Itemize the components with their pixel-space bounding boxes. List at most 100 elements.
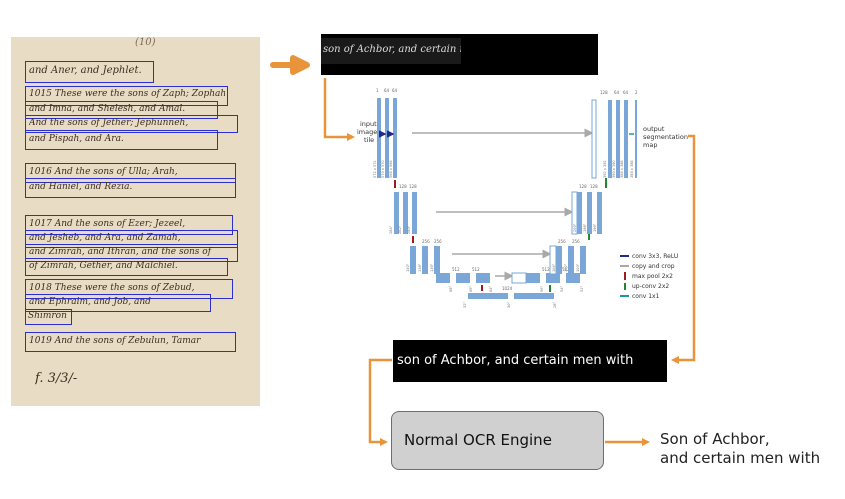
manuscript-line-7: and Haniel, and Rezia.	[29, 182, 133, 192]
unet-input-label-2: image	[357, 128, 377, 136]
svg-text:256: 256	[558, 239, 566, 244]
svg-text:66²: 66²	[469, 286, 473, 292]
line-box-4	[25, 115, 238, 133]
manuscript-footer-mark: f. 3/3/-	[35, 371, 78, 386]
svg-text:570 x 570: 570 x 570	[381, 160, 385, 178]
unet-enc-level-1: input image tile 1 64 64 572 x 572 570 x…	[357, 88, 398, 178]
legend-conv1x1: conv 1x1	[632, 293, 660, 300]
svg-text:280²: 280²	[407, 225, 411, 234]
unet-enc-level-3: 256 256 140² 138² 136²	[406, 239, 442, 274]
svg-text:100²: 100²	[576, 263, 580, 272]
svg-text:1: 1	[376, 88, 379, 93]
manuscript-line-1: and Aner, and Jephlet.	[29, 65, 142, 76]
svg-text:136²: 136²	[430, 263, 434, 272]
svg-text:284²: 284²	[389, 225, 393, 234]
line-box-11	[25, 258, 228, 276]
unet-dec-level-1: 128 64 64 2 392 x 392 390 x 390 388 x 38…	[591, 90, 688, 179]
manuscript-line-2: 1015 These were the sons of Zaph; Zophah…	[29, 89, 225, 99]
svg-text:32²: 32²	[463, 302, 467, 308]
manuscript-line-12: 1018 These were the sons of Zebud,	[29, 283, 195, 293]
manuscript-line-11: of Zimrah, Gether, and Malchiel.	[29, 261, 178, 271]
svg-text:388 x 388: 388 x 388	[630, 160, 634, 178]
svg-text:54²: 54²	[560, 286, 564, 292]
svg-text:128: 128	[409, 184, 417, 189]
line-box-5	[25, 130, 218, 150]
ocr-engine-box: Normal OCR Engine	[391, 411, 604, 470]
line-box-10	[25, 244, 238, 262]
cropped-line-image: son of Achbor, and certain men with	[321, 34, 598, 75]
manuscript-line-9: and Jesheb, and Ara, and Zamah,	[29, 233, 181, 243]
unet-enc-level-4: 512 512 68² 66² 64²	[436, 267, 493, 292]
ocr-result: Son of Achbor, and certain men with	[660, 430, 820, 468]
svg-text:128: 128	[600, 90, 608, 95]
line-box-15	[25, 332, 236, 352]
manuscript-line-4: And the sons of Jether; Jephunneh,	[29, 118, 189, 128]
svg-text:56²: 56²	[540, 286, 544, 292]
line-box-14	[25, 309, 72, 325]
svg-text:2: 2	[635, 90, 638, 95]
svg-text:388 x 388: 388 x 388	[620, 160, 624, 178]
line-box-3	[25, 101, 218, 119]
manuscript-line-6: 1016 And the sons of Ulla; Arah,	[29, 167, 178, 177]
manuscript-line-10: and Zimrah, and Ithran, and the sons of	[29, 247, 212, 257]
ocr-result-line-1: Son of Achbor,	[660, 430, 770, 448]
svg-text:512: 512	[472, 267, 480, 272]
arrow-output-to-ocr	[368, 358, 392, 446]
arrow-unet-to-output	[671, 134, 696, 364]
svg-text:138²: 138²	[418, 263, 422, 272]
legend-max-pool: max pool 2x2	[632, 273, 673, 280]
line-box-6	[25, 163, 236, 183]
line-box-1	[25, 61, 154, 83]
manuscript-line-3: and Imna, and Shelesh, and Amal.	[29, 104, 186, 114]
unet-output-label-3: map	[643, 141, 657, 149]
svg-text:128: 128	[579, 184, 587, 189]
svg-text:512: 512	[452, 267, 460, 272]
ocr-result-line-2: and certain men with	[660, 449, 821, 467]
manuscript-line-15: 1019 And the sons of Zebulun, Tamar	[29, 336, 201, 346]
svg-text:572 x 572: 572 x 572	[373, 160, 377, 178]
manuscript-line-5: and Pispah, and Ara.	[29, 134, 124, 144]
manuscript-line-8: 1017 And the sons of Ezer; Jezeel,	[29, 219, 186, 229]
unet-legend: conv 3x3, ReLU copy and crop max pool 2x…	[620, 253, 678, 300]
legend-copy-crop: copy and crop	[632, 263, 675, 270]
line-box-9	[25, 230, 238, 248]
manuscript-line-13: and Ephraim, and Job, and	[29, 297, 151, 307]
normalized-line-output: son of Achbor, and certain men with	[393, 340, 667, 382]
unet-enc-level-2: 128 128 284² 282² 280²	[389, 184, 417, 234]
manuscript-page-number: (10)	[135, 37, 156, 48]
svg-text:256: 256	[422, 239, 430, 244]
svg-text:128: 128	[399, 184, 407, 189]
svg-text:512: 512	[562, 267, 570, 272]
unet-output-label-2: segmentation	[643, 133, 688, 141]
arrow-page-to-crop	[270, 55, 310, 75]
line-box-7	[25, 178, 236, 198]
manuscript-line-14: Shimron	[28, 311, 67, 321]
unet-architecture: input image tile 1 64 64 572 x 572 570 x…	[357, 88, 688, 308]
svg-text:256: 256	[572, 239, 580, 244]
svg-text:282²: 282²	[398, 225, 402, 234]
line-box-13	[25, 294, 211, 312]
unet-dec-level-2: 128 128 200² 198² 196²	[571, 184, 602, 235]
svg-text:28²: 28²	[553, 302, 557, 308]
svg-text:1024: 1024	[502, 286, 513, 291]
svg-text:52²: 52²	[580, 286, 584, 292]
unet-bottleneck: 1024 32² 30² 28²	[463, 286, 557, 308]
svg-text:196²: 196²	[593, 223, 597, 232]
unet-output-label-1: output	[643, 125, 665, 133]
svg-text:512: 512	[542, 267, 550, 272]
svg-text:68²: 68²	[449, 286, 453, 292]
svg-text:128: 128	[590, 184, 598, 189]
svg-text:256: 256	[434, 239, 442, 244]
unet-dec-level-4: 512 512 56² 54² 52²	[511, 267, 584, 292]
line-box-8	[25, 215, 233, 235]
svg-text:568 x 568: 568 x 568	[389, 160, 393, 178]
unet-input-label-3: tile	[364, 136, 374, 144]
legend-conv3x3: conv 3x3, ReLU	[632, 253, 678, 260]
svg-text:200²: 200²	[573, 223, 577, 232]
legend-up-conv: up-conv 2x2	[632, 283, 669, 290]
svg-text:64: 64	[614, 90, 620, 95]
svg-text:102²: 102²	[564, 263, 568, 272]
unet-input-label-1: input	[360, 120, 377, 128]
